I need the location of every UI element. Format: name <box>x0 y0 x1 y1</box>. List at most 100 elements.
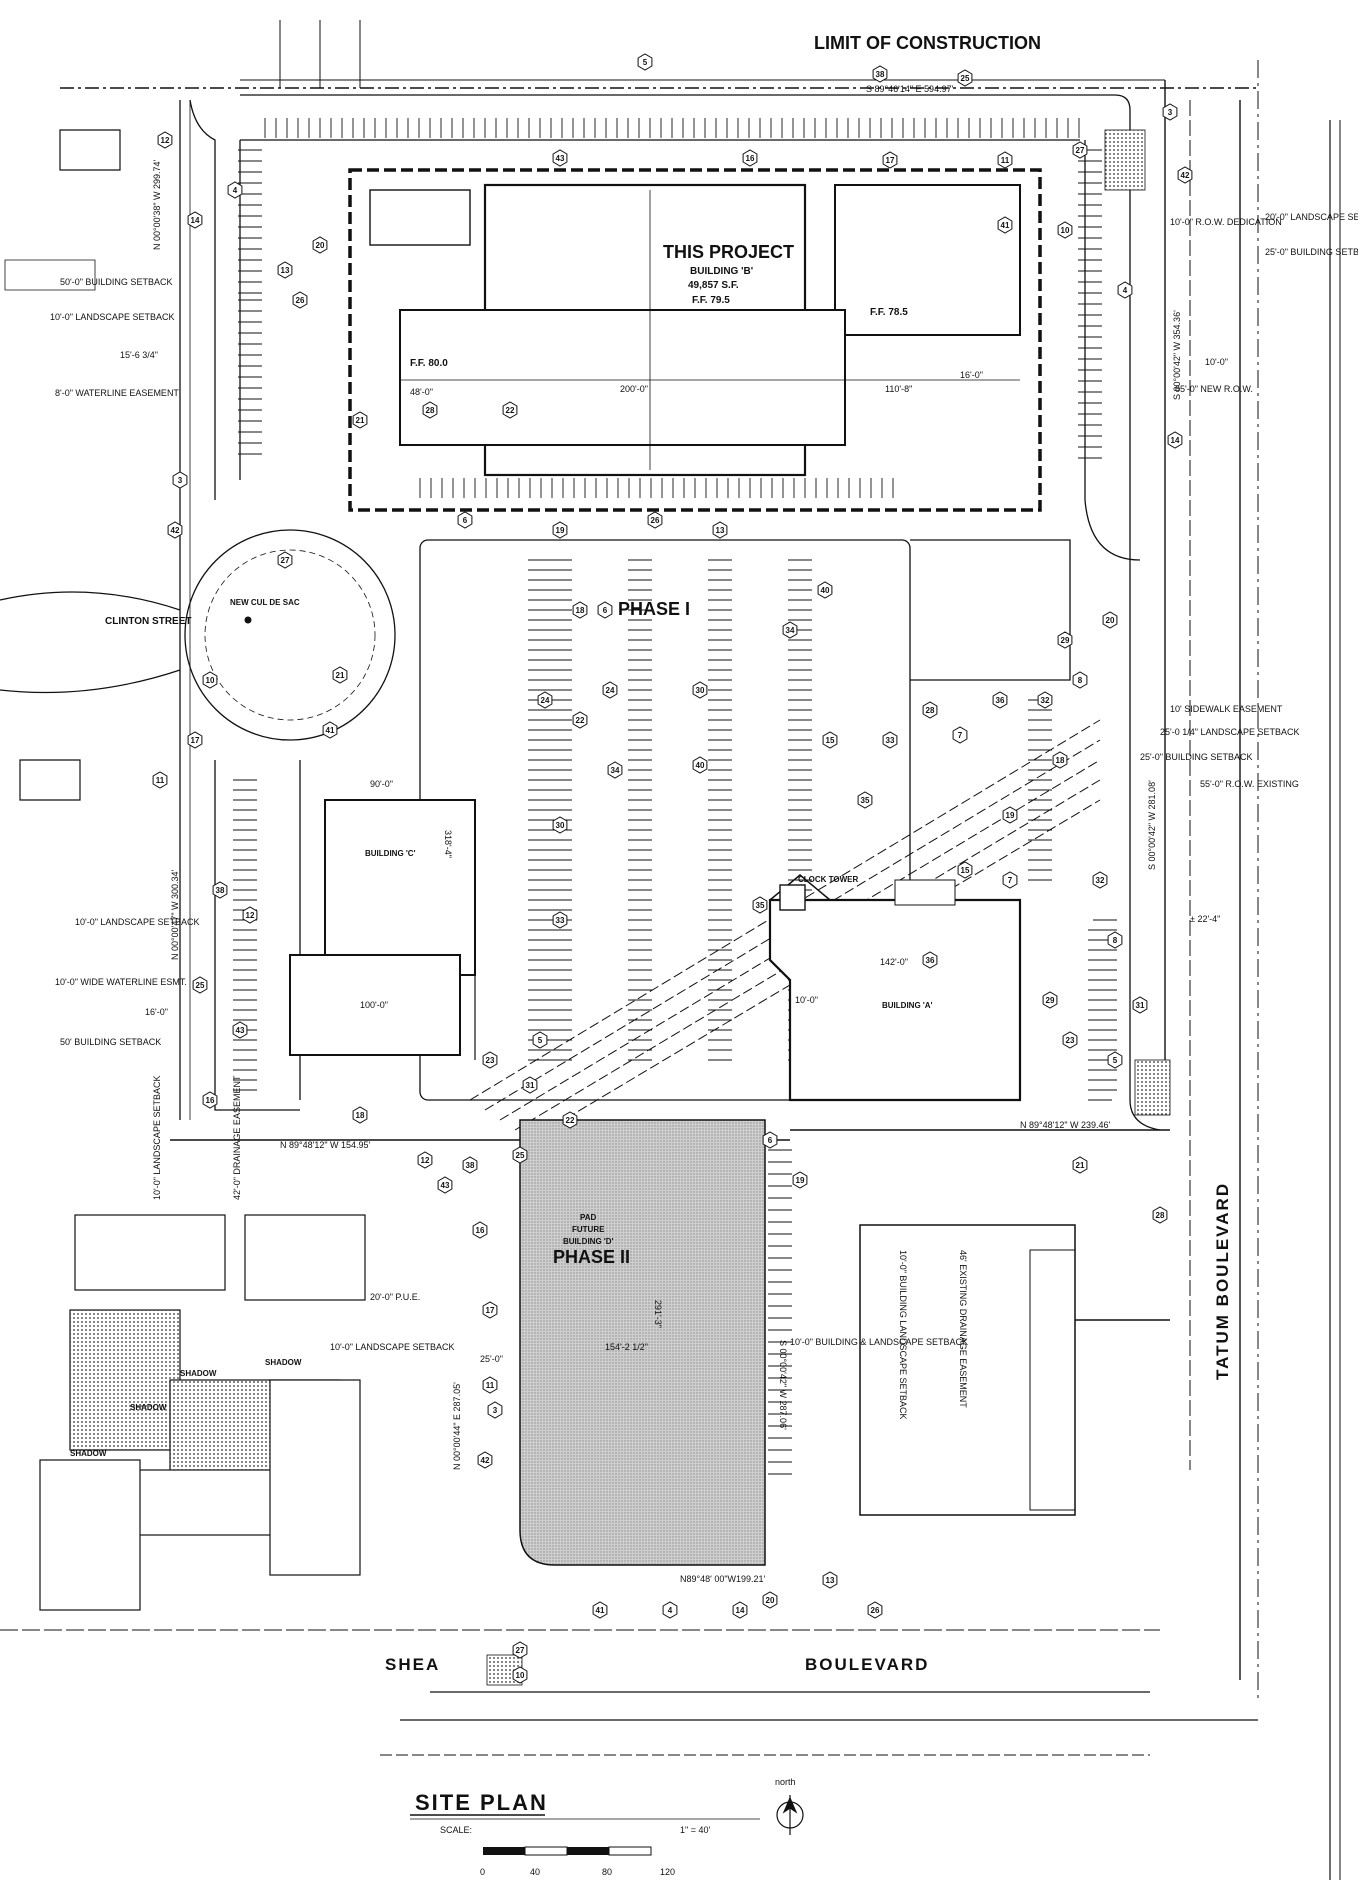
keynote-number: 11 <box>1001 156 1010 165</box>
keynote-marker: 15 <box>822 731 838 749</box>
building-a-label: BUILDING 'A' <box>882 1001 933 1010</box>
keynote-number: 19 <box>796 1176 805 1185</box>
keynote-marker: 27 <box>1072 141 1088 159</box>
keynote-marker: 26 <box>292 291 308 309</box>
keynote-marker: 11 <box>152 771 168 789</box>
keynote-marker: 4 <box>227 181 243 199</box>
keynote-number: 7 <box>1008 876 1013 885</box>
keynote-marker: 27 <box>277 551 293 569</box>
dim-pad-pue: 20'-0" P.U.E. <box>370 1292 420 1302</box>
dim-pad-lands: 10'-0" LANDSCAPE SETBACK <box>152 1076 162 1200</box>
keynote-number: 16 <box>476 1226 485 1235</box>
keynote-marker: 16 <box>472 1221 488 1239</box>
keynote-marker: 22 <box>572 711 588 729</box>
dim-c-100: 100'-0" <box>360 1000 388 1010</box>
keynote-marker: 18 <box>1052 751 1068 769</box>
keynote-marker: 12 <box>417 1151 433 1169</box>
keynote-marker: 6 <box>457 511 473 529</box>
keynote-marker: 28 <box>422 401 438 419</box>
right-note-1: 10'-0" R.O.W. DEDICATION <box>1170 217 1282 227</box>
keynote-marker: 33 <box>882 731 898 749</box>
keynote-number: 27 <box>516 1646 525 1655</box>
keynote-number: 19 <box>556 526 565 535</box>
dim-east-pad2: 10'-0" BUILDING LANDSCAPE SETBACK <box>898 1250 908 1419</box>
keynote-marker: 41 <box>322 721 338 739</box>
boulevard-label: BOULEVARD <box>805 1655 929 1674</box>
keynote-number: 41 <box>326 726 335 735</box>
keynote-number: 24 <box>606 686 615 695</box>
keynote-number: 21 <box>1076 1161 1085 1170</box>
left-note-6: 10'-0" WIDE WATERLINE ESMT. <box>55 977 187 987</box>
scale-bar <box>483 1846 652 1856</box>
keynote-marker: 14 <box>1167 431 1183 449</box>
north-label: north <box>775 1777 796 1787</box>
keynote-marker: 8 <box>1107 931 1123 949</box>
keynote-marker: 14 <box>187 211 203 229</box>
keynote-number: 10 <box>1061 226 1070 235</box>
left-note-4: 8'-0" WATERLINE EASEMENT <box>55 388 179 398</box>
top-bearing-label: S 89°46'14" E 594.97' <box>866 84 954 94</box>
keynote-marker: 21 <box>352 411 368 429</box>
right-note-6: 10' SIDEWALK EASEMENT <box>1170 704 1283 714</box>
keynote-number: 12 <box>246 911 255 920</box>
keynote-number: 18 <box>1056 756 1065 765</box>
keynote-number: 25 <box>516 1151 525 1160</box>
keynote-number: 42 <box>171 526 180 535</box>
keynote-marker: 7 <box>1002 871 1018 889</box>
keynote-number: 17 <box>191 736 200 745</box>
keynote-marker: 14 <box>732 1601 748 1619</box>
keynote-number: 6 <box>768 1136 773 1145</box>
right-note-3: 25'-0" BUILDING SETBACK <box>1265 247 1358 257</box>
keynote-marker: 16 <box>742 149 758 167</box>
keynote-marker: 6 <box>597 601 613 619</box>
keynote-number: 17 <box>886 156 895 165</box>
site-plan-title: SITE PLAN <box>415 1790 548 1815</box>
keynote-marker: 11 <box>997 151 1013 169</box>
keynote-number: 18 <box>576 606 585 615</box>
keynote-number: 35 <box>861 796 870 805</box>
building-b-title: THIS PROJECT <box>663 242 794 262</box>
keynote-number: 22 <box>566 1116 575 1125</box>
keynote-number: 32 <box>1041 696 1050 705</box>
right-note-7: 25'-0 1/4" LANDSCAPE SETBACK <box>1160 727 1299 737</box>
bearing-west-1: N 00°00'38" W 299.74' <box>152 159 162 250</box>
keynote-marker: 24 <box>602 681 618 699</box>
keynote-marker: 10 <box>512 1666 528 1684</box>
keynote-number: 5 <box>538 1036 543 1045</box>
keynote-marker: 4 <box>1117 281 1133 299</box>
keynote-number: 27 <box>281 556 290 565</box>
dim-a-10: 10'-0" <box>795 995 818 1005</box>
keynote-number: 43 <box>556 154 565 163</box>
keynote-number: 5 <box>1113 1056 1118 1065</box>
keynote-marker: 22 <box>502 401 518 419</box>
keynote-number: 14 <box>736 1606 745 1615</box>
shadow-label-4: SHADOW <box>70 1449 107 1458</box>
keynote-number: 3 <box>493 1406 498 1415</box>
scale-bar-120: 120 <box>660 1867 675 1877</box>
labels: LIMIT OF CONSTRUCTION S 89°46'14" E 594.… <box>50 33 1358 1674</box>
dim-b-width: 200'-0" <box>620 384 648 394</box>
building-b-area: 49,857 S.F. <box>688 280 739 291</box>
keynote-number: 41 <box>596 1606 605 1615</box>
building-b-ff: F.F. 79.5 <box>692 295 730 306</box>
right-note-9: 55'-0" R.O.W. EXISTING <box>1200 779 1299 789</box>
keynote-marker: 26 <box>867 1601 883 1619</box>
keynote-marker: 5 <box>532 1031 548 1049</box>
keynote-marker: 32 <box>1037 691 1053 709</box>
dim-east-pad3: 46' EXISTING DRAINAGE EASEMENT <box>958 1250 968 1408</box>
pad-d <box>519 1119 766 1566</box>
keynote-marker: 20 <box>762 1591 778 1609</box>
keynote-marker: 23 <box>482 1051 498 1069</box>
keynote-marker: 36 <box>992 691 1008 709</box>
keynote-marker: 3 <box>172 471 188 489</box>
keynote-number: 10 <box>516 1671 525 1680</box>
keynote-marker: 38 <box>462 1156 478 1174</box>
keynote-marker: 35 <box>857 791 873 809</box>
clock-tower-label: CLOCK TOWER <box>798 875 859 884</box>
keynote-number: 13 <box>281 266 290 275</box>
keynote-number: 5 <box>643 58 648 67</box>
keynote-number: 40 <box>696 761 705 770</box>
keynote-marker: 13 <box>712 521 728 539</box>
dim-b-48: 48'-0" <box>410 387 433 397</box>
left-note-8: 50' BUILDING SETBACK <box>60 1037 161 1047</box>
